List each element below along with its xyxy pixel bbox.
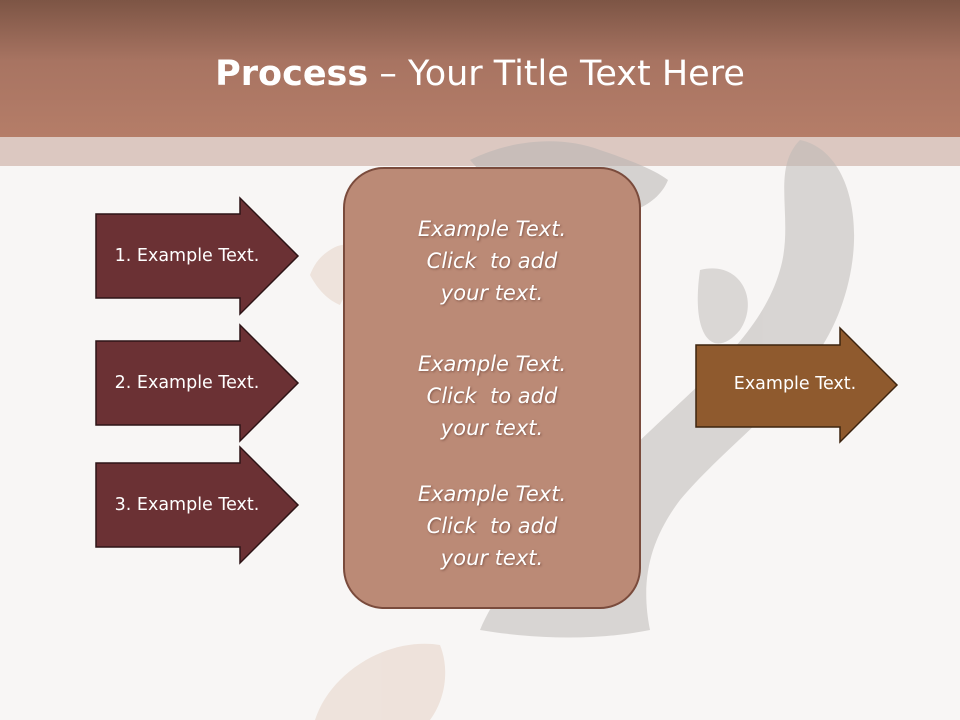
step-label-1: 1. Example Text. [114, 246, 260, 266]
center-line: your text. [440, 416, 544, 440]
center-text-block-2: Example Text. Click to add your text. [356, 348, 628, 444]
center-text-block-3: Example Text. Click to add your text. [356, 478, 628, 574]
center-line: your text. [440, 281, 544, 305]
center-line: Click to add [426, 514, 558, 538]
output-arrow[interactable] [695, 326, 899, 444]
title-bold: Process [215, 54, 369, 94]
center-text-block-1: Example Text. Click to add your text. [356, 213, 628, 309]
slide-title[interactable]: Process – Your Title Text Here [0, 52, 960, 96]
center-line: Example Text. [417, 482, 567, 506]
center-line: your text. [440, 546, 544, 570]
step-label-2: 2. Example Text. [114, 373, 260, 393]
center-line: Click to add [426, 384, 558, 408]
center-line: Click to add [426, 249, 558, 273]
step-arrow-3[interactable] [95, 445, 300, 565]
output-label: Example Text. [733, 374, 857, 394]
center-line: Example Text. [417, 217, 567, 241]
title-rest: – Your Title Text Here [368, 54, 745, 94]
step-arrow-1[interactable] [95, 196, 300, 316]
step-arrow-2[interactable] [95, 323, 300, 443]
center-box[interactable] [343, 167, 641, 609]
center-line: Example Text. [417, 352, 567, 376]
header-bar [0, 0, 960, 137]
step-label-3: 3. Example Text. [114, 495, 260, 515]
